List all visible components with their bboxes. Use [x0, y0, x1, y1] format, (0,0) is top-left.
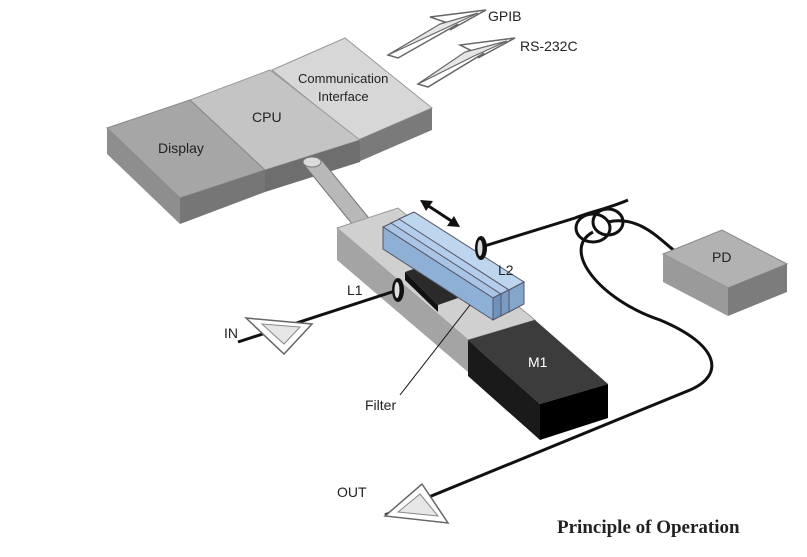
m1-block [468, 320, 608, 440]
fiber-l2-to-coupler [477, 198, 629, 250]
rs232c-label: RS-232C [520, 38, 578, 54]
rs232c-lightning-icon [416, 37, 516, 88]
fiber-coupler-to-pd [607, 219, 677, 254]
fiber-out-loop [384, 230, 714, 517]
l2-label: L2 [498, 262, 514, 278]
movement-double-arrow-icon [420, 200, 460, 227]
in-arrow-icon [243, 317, 314, 356]
comm-interface-label-line2: Interface [318, 89, 369, 104]
fiber-in [237, 288, 399, 344]
lens-l2 [475, 236, 487, 260]
filter-label: Filter [365, 397, 396, 413]
l1-label: L1 [347, 282, 363, 298]
filter-plates [381, 211, 525, 321]
cpu-label: CPU [252, 109, 282, 125]
pd-label: PD [712, 249, 731, 265]
m1-label: M1 [528, 354, 548, 370]
out-arrow-icon [383, 482, 450, 524]
diagram-caption: Principle of Operation [557, 517, 740, 538]
fiber-coupler-icon [574, 207, 625, 244]
display-box [106, 99, 266, 224]
display-label: Display [158, 140, 204, 156]
pd-box [661, 229, 789, 316]
gpib-label: GPIB [488, 8, 521, 24]
in-label: IN [224, 325, 238, 341]
gpib-lightning-icon [386, 9, 487, 59]
lens-l1 [392, 278, 404, 302]
out-label: OUT [337, 484, 367, 500]
comm-interface-label-line1: Communication [298, 71, 388, 86]
filter-leader-line [399, 304, 471, 396]
filter-mount [405, 265, 458, 312]
